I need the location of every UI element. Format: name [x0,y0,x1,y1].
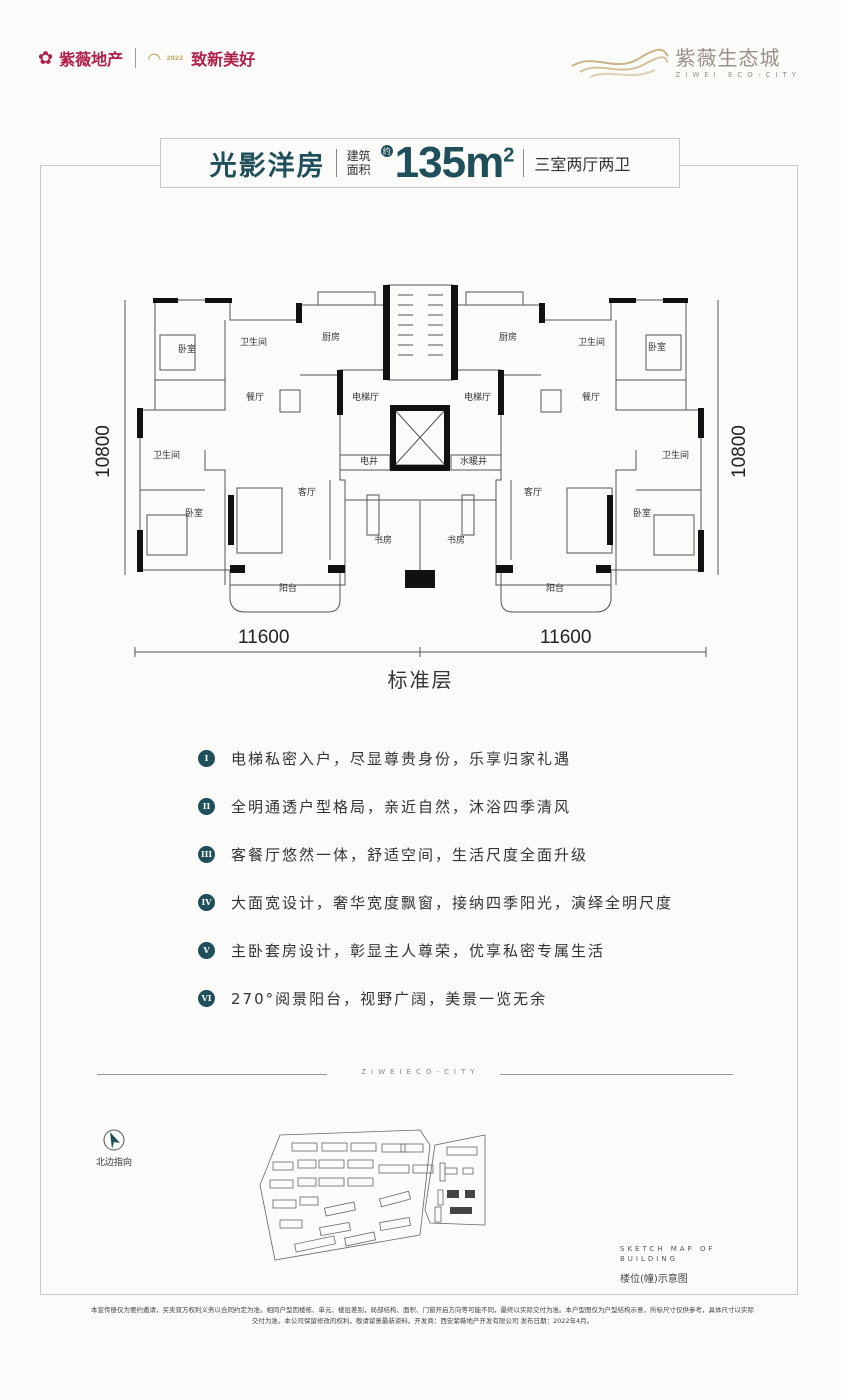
room-label: 电梯厅 [464,391,491,403]
disclaimer: 本宣传册仅为要约邀请，买卖双方权利义务以合同约定为准。相同户型因楼栋、单元、楼层… [91,1306,754,1325]
roman-numeral-icon: IV [198,893,215,911]
area-label-1: 建筑 [346,149,371,163]
divider [523,149,525,177]
room-label: 电梯厅 [352,391,379,403]
room-config: 三室两厅两卫 [534,155,631,174]
dim-width-left: 11600 [238,627,289,648]
roman-numeral-icon: VI [198,989,215,1007]
feature-item: VI 270°阅景阳台，视野广阔，美景一览无余 [198,974,673,1022]
floor-label: 标准层 [387,668,454,692]
brand-name: 紫薇地产 [59,50,124,69]
slogan: 致新美好 [191,50,256,69]
arc-logo-icon: ◠ [148,48,161,68]
feature-list: I 电梯私密入户，尽显尊贵身份，乐享归家礼遇 II 全明通透户型格局，亲近自然，沐浴… [198,734,673,1022]
room-label: 客厅 [298,486,316,498]
dim-height-left: 10800 [93,425,114,478]
area-value: 135m2 [394,138,515,188]
room-label: 厨房 [499,331,517,343]
feature-text: 全明通透户型格局，亲近自然，沐浴四季清风 [231,797,572,816]
house-type-name: 光影洋房 [209,150,326,182]
room-label: 卧室 [633,507,651,519]
area-number: 135 [394,138,466,187]
north-indicator: 北边指向 [96,1128,132,1168]
room-label: 卧室 [185,507,203,519]
room-label: 阳台 [279,582,297,594]
room-label: 餐厅 [246,391,264,403]
room-label: 客厅 [524,486,542,498]
room-label: 阳台 [546,582,564,594]
brand-logo: ✿ 紫薇地产 ◠ 2022 致新美好 [38,46,255,70]
approx-badge: 约 [380,145,393,157]
area-label: 建筑面积 [347,149,371,177]
room-label: 卧室 [648,341,666,353]
north-label: 北边指向 [96,1158,133,1168]
room-label: 书房 [374,534,392,546]
divider-text: ZIWEIECO-CITY [361,1068,480,1076]
room-label: 卫生间 [153,449,180,461]
roman-numeral-icon: II [198,797,215,815]
feature-text: 电梯私密入户，尽显尊贵身份，乐享归家礼遇 [231,749,572,768]
feature-item: II 全明通透户型格局，亲近自然，沐浴四季清风 [198,782,673,830]
area-label-2: 面积 [346,163,371,177]
building-blocks [269,1142,478,1253]
feature-text: 大面宽设计，奢华宽度飘窗，接纳四季阳光，演绎全明尺度 [231,893,674,912]
feature-text: 客餐厅悠然一体，舒适空间，生活尺度全面升级 [231,845,589,864]
roman-numeral-icon: I [198,749,215,767]
title-box: 光影洋房 建筑面积 约 135m2 三室两厅两卫 [160,138,680,188]
feature-text: 270°阅景阳台，视野广阔，美景一览无余 [231,989,548,1008]
room-label: 卫生间 [662,449,689,461]
feature-text: 主卧套房设计，彰显主人尊荣，优享私密专属生活 [231,941,606,960]
sketch-map-label-cn: 楼位(幢)示意图 [620,1274,688,1285]
room-label: 水暖井 [460,455,487,467]
eco-city-cn: 紫薇生态城 [675,46,781,70]
site-map [259,1129,486,1261]
north-arrow-icon [103,1129,125,1151]
room-label: 书房 [447,534,465,546]
sketch-en-line1: SKETCH MAP OF [620,1245,716,1253]
area-unit-sup: 2 [503,144,514,167]
eco-city-en: ZIWEI ECO-CITY [675,71,801,79]
flower-logo-icon: ✿ [38,47,54,69]
sketch-map-label-en: SKETCH MAP OF BUILDING [620,1244,716,1264]
roman-numeral-icon: III [198,845,215,863]
feature-item: IV 大面宽设计，奢华宽度飘窗，接纳四季阳光，演绎全明尺度 [198,878,673,926]
divider [135,48,137,68]
area-unit: m [465,138,504,187]
room-label: 卫生间 [578,336,605,348]
floor-plan: 卧室 卫生间 厨房 餐厅 电梯厅 电井 卫生间 客厅 卧室 书房 阳台 厨房 卫… [93,284,750,657]
dim-height-right: 10800 [729,425,750,478]
divider [335,149,337,177]
divider [97,1074,327,1075]
room-label: 卫生间 [240,336,267,348]
room-label: 厨房 [322,331,340,343]
room-label: 电井 [360,455,378,467]
sketch-en-line2: BUILDING [620,1255,679,1263]
feature-item: I 电梯私密入户，尽显尊贵身份，乐享归家礼遇 [198,734,673,782]
roman-numeral-icon: V [198,941,215,959]
feature-item: III 客餐厅悠然一体，舒适空间，生活尺度全面升级 [198,830,673,878]
divider [500,1074,733,1075]
eco-city-logo: 紫薇生态城 ZIWEI ECO-CITY [571,42,801,79]
year: 2022 [166,54,184,62]
room-label: 卧室 [178,343,196,355]
feature-item: V 主卧套房设计，彰显主人尊荣，优享私密专属生活 [198,926,673,974]
room-label: 餐厅 [582,391,600,403]
dim-width-right: 11600 [540,627,591,648]
wave-logo-icon [571,48,670,78]
